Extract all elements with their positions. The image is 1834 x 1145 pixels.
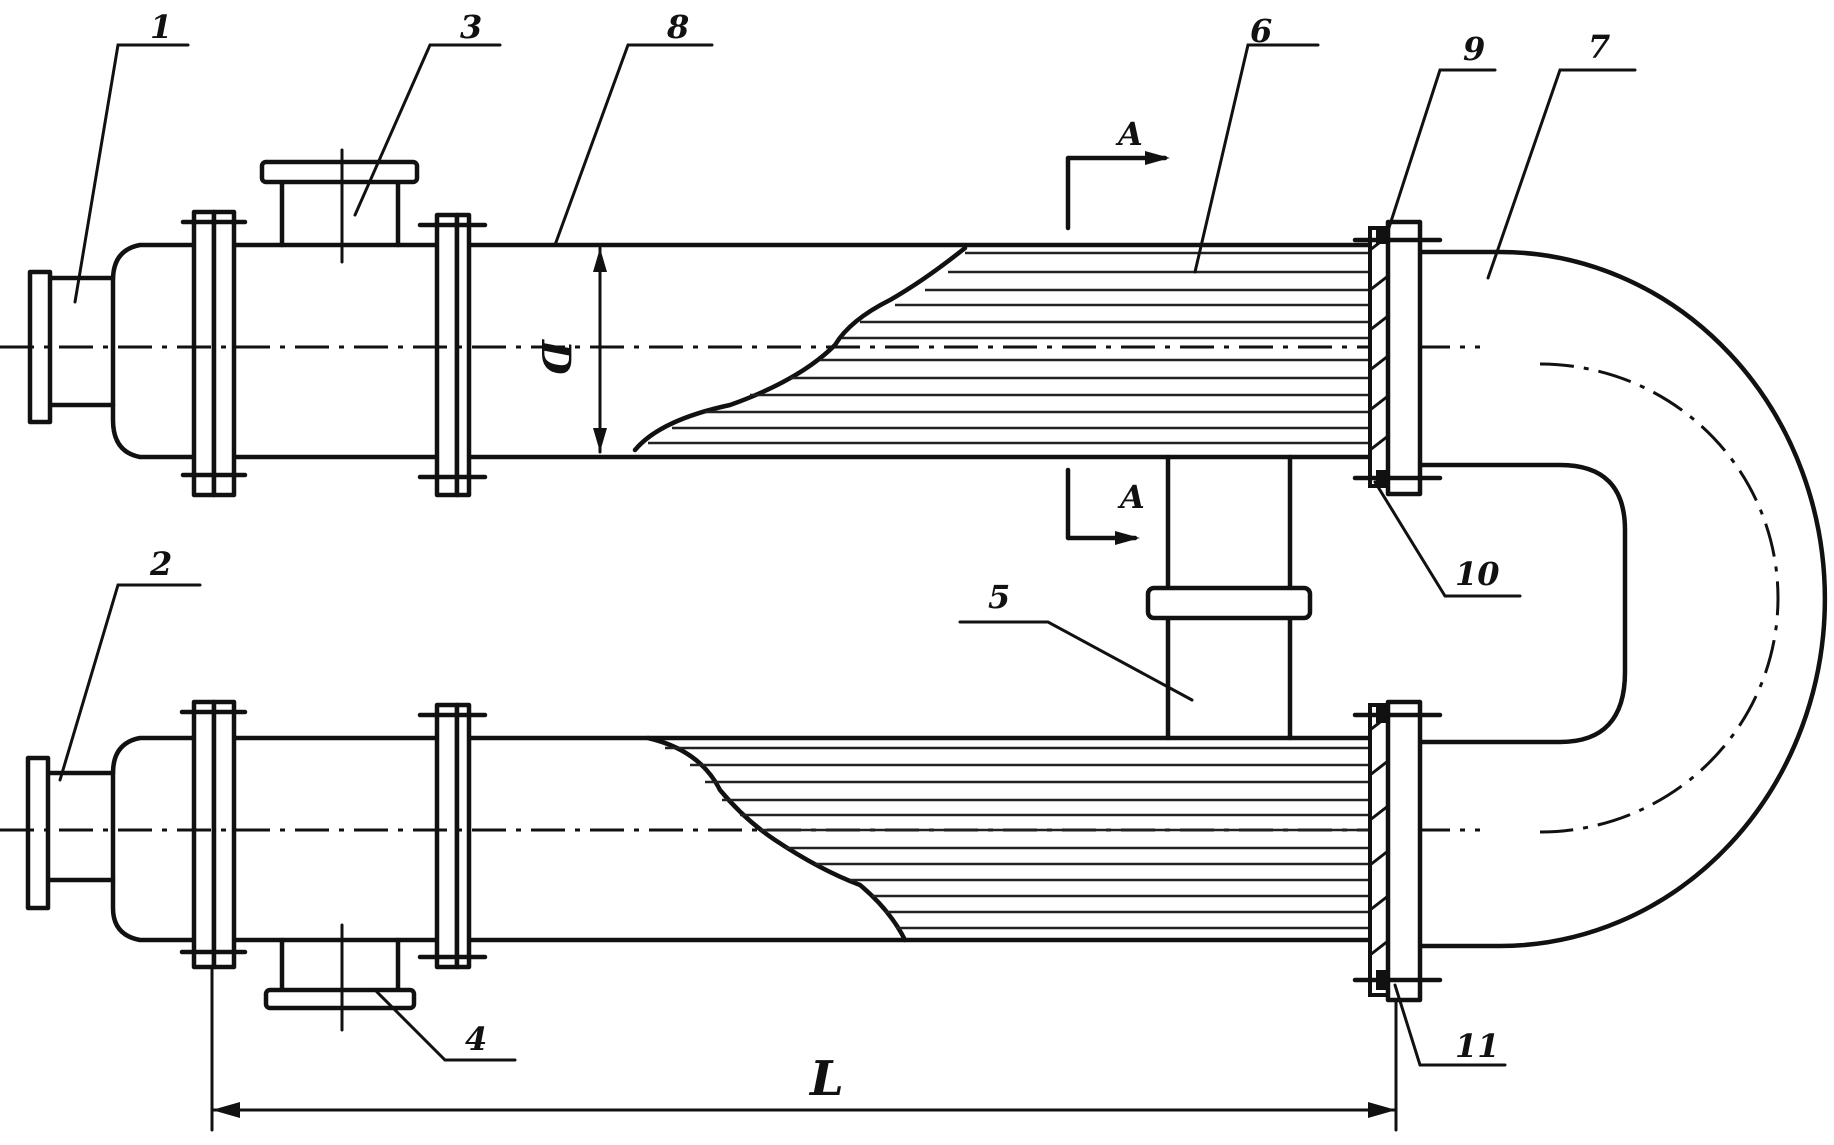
- lower-tube-bundle: [665, 746, 1372, 930]
- upper-shell: [0, 148, 1480, 498]
- callout-5: 5: [988, 578, 1010, 616]
- callout-3: 3: [460, 8, 482, 46]
- callout-4: 4: [465, 1020, 487, 1058]
- connector-pipe: [1145, 454, 1313, 741]
- upper-tube-bundle: [648, 251, 1372, 445]
- u-bend-return-pipe: [1415, 249, 1828, 949]
- section-a-a-marks: [1065, 151, 1170, 545]
- leader-lines: [58, 43, 1637, 1067]
- callout-1: 1: [150, 8, 172, 46]
- callout-11: 11: [1455, 1027, 1500, 1065]
- section-mark-top: A: [1115, 115, 1143, 153]
- callout-7: 7: [1588, 28, 1610, 66]
- diameter-label: D: [532, 339, 579, 375]
- callout-labels: 1 2 3 4 5 6 7 8 9 10 11 A A D L: [149, 8, 1610, 1107]
- section-mark-bottom: A: [1117, 478, 1145, 516]
- length-dimension: [210, 968, 1398, 1132]
- callout-2: 2: [149, 545, 172, 583]
- callout-10: 10: [1455, 555, 1500, 593]
- length-label: L: [808, 1051, 844, 1107]
- callout-9: 9: [1463, 30, 1485, 68]
- callout-8: 8: [666, 8, 689, 46]
- lower-shell: [0, 699, 1480, 1032]
- callout-6: 6: [1250, 12, 1272, 50]
